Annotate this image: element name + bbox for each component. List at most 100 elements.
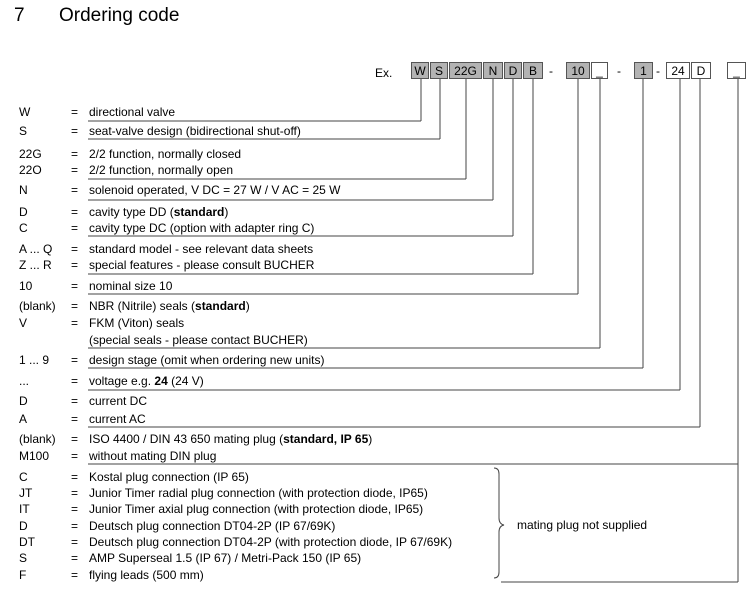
equals-sign: = [71,242,79,256]
code-description: Junior Timer axial plug connection (with… [89,502,424,516]
code-box-n: N [483,62,503,79]
equals-sign: = [71,124,79,138]
code-description: ISO 4400 / DIN 43 650 mating plug (stand… [89,432,373,446]
equals-sign: = [71,316,79,330]
code-value: ... [19,374,30,388]
emphasis: 24 [154,374,168,388]
equals-sign: = [71,412,79,426]
code-value: JT [19,486,33,500]
code-description: flying leads (500 mm) [89,568,204,582]
equals-sign: = [71,183,79,197]
code-description: (special seals - please contact BUCHER) [89,333,308,347]
equals-sign: = [71,486,79,500]
code-description: Junior Timer radial plug connection (wit… [89,486,428,500]
code-description: design stage (omit when ordering new uni… [89,353,325,367]
code-description: Kostal plug connection (IP 65) [89,470,249,484]
code-value: W [19,105,31,119]
code-value: 22O [19,163,42,177]
code-box-model: B [523,62,543,79]
equals-sign: = [71,470,79,484]
code-description: cavity type DC (option with adapter ring… [89,221,315,235]
code-box-voltage: 24 [666,62,690,79]
code-box-plug: _ [727,62,746,79]
code-box-cavity: D [504,62,522,79]
equals-sign: = [71,502,79,516]
equals-sign: = [71,519,79,533]
emphasis: standard [173,205,225,219]
equals-sign: = [71,449,79,463]
equals-sign: = [71,258,79,272]
code-value: N [19,183,28,197]
code-box-current: D [691,62,711,79]
code-value: V [19,316,28,330]
code-value: A ... Q [19,242,53,256]
code-box-seals: _ [591,62,608,79]
equals-sign: = [71,279,79,293]
code-description: NBR (Nitrile) seals (standard) [89,299,250,313]
code-description: 2/2 function, normally closed [89,147,242,161]
separator: - [549,64,553,78]
code-value: A [19,412,28,426]
code-box-s: S [430,62,448,79]
code-value: 1 ... 9 [19,353,50,367]
code-value: C [19,221,28,235]
code-value: F [19,568,27,582]
equals-sign: = [71,163,79,177]
equals-sign: = [71,299,79,313]
code-description: Deutsch plug connection DT04-2P (IP 67/6… [89,519,336,533]
code-value: D [19,205,28,219]
code-description: seat-valve design (bidirectional shut-of… [89,124,301,138]
code-description: FKM (Viton) seals [89,316,185,330]
code-box-size: 10 [566,62,590,79]
code-box-design-stage: 1 [634,62,653,79]
separator: - [656,64,660,78]
code-description: cavity type DD (standard) [89,205,229,219]
equals-sign: = [71,353,79,367]
code-description: Deutsch plug connection DT04-2P (with pr… [89,535,453,549]
code-value: 22G [19,147,42,161]
code-value: M100 [19,449,50,463]
code-value: DT [19,535,35,549]
code-value: (blank) [19,432,56,446]
emphasis: standard, IP 65 [283,432,369,446]
equals-sign: = [71,568,79,582]
separator: - [617,64,621,78]
code-value: Z ... R [19,258,52,272]
code-description: standard model - see relevant data sheet… [89,242,314,256]
equals-sign: = [71,105,79,119]
code-value: IT [19,502,30,516]
code-description: voltage e.g. 24 (24 V) [89,374,204,388]
section-number: 7 [14,5,25,26]
brace-note: mating plug not supplied [517,518,648,532]
code-value: C [19,470,28,484]
code-description: nominal size 10 [89,279,173,293]
code-description: current DC [89,394,148,408]
example-prefix: Ex. [375,66,393,80]
equals-sign: = [71,394,79,408]
code-description: directional valve [89,105,176,119]
code-value: S [19,124,28,138]
code-description: 2/2 function, normally open [89,163,234,177]
code-box-w: W [411,62,429,79]
equals-sign: = [71,221,79,235]
code-box-function: 22G [449,62,482,79]
equals-sign: = [71,432,79,446]
code-description: without mating DIN plug [89,449,217,463]
code-description: solenoid operated, V DC = 27 W / V AC = … [89,183,341,197]
code-value: (blank) [19,299,56,313]
code-value: D [19,519,28,533]
code-value: S [19,551,28,565]
equals-sign: = [71,551,79,565]
equals-sign: = [71,535,79,549]
emphasis: standard [195,299,246,313]
equals-sign: = [71,147,79,161]
code-description: special features - please consult BUCHER [89,258,315,272]
section-title: Ordering code [59,5,180,26]
equals-sign: = [71,374,79,388]
code-description: current AC [89,412,146,426]
equals-sign: = [71,205,79,219]
code-value: 10 [19,279,33,293]
code-value: D [19,394,28,408]
code-description: AMP Superseal 1.5 (IP 67) / Metri-Pack 1… [89,551,362,565]
